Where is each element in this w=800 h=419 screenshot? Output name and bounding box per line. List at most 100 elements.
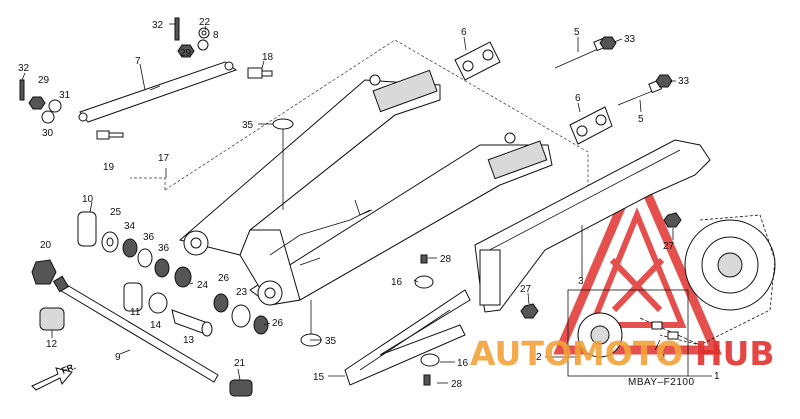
callouts: 32 22 29 8 7 18 32 29 31 30 19 35 17 6 5… — [18, 17, 720, 390]
nut-29-left — [28, 96, 46, 110]
chain-links-4 — [639, 317, 701, 346]
callout-9: 9 — [115, 352, 121, 363]
bolt-32-top — [174, 17, 180, 41]
callout-36-a: 36 — [143, 232, 155, 243]
callout-16-lower: 16 — [457, 358, 469, 369]
seal-26b — [253, 315, 269, 335]
bolt-28-lower — [423, 374, 431, 386]
washer-30 — [41, 110, 55, 124]
callout-27-upper: 27 — [663, 241, 675, 252]
callout-5-lower: 5 — [638, 114, 644, 125]
callout-13: 13 — [183, 335, 195, 346]
callout-27-lower: 27 — [520, 284, 532, 295]
bolt-28-upper — [420, 254, 428, 264]
callout-5-upper: 5 — [574, 27, 580, 38]
callout-21: 21 — [234, 358, 246, 369]
cap-35-top — [272, 118, 294, 210]
watermark-logo — [553, 158, 722, 355]
bolt-27-upper — [663, 212, 682, 228]
callout-7: 7 — [135, 56, 141, 67]
cap-12 — [39, 307, 65, 331]
callout-11: 11 — [130, 307, 141, 318]
washer-31 — [48, 99, 62, 113]
bearing-14 — [148, 292, 168, 314]
bolt-27-lower — [520, 303, 539, 319]
pivot-bolt-9 — [52, 275, 219, 383]
chain-case-3 — [474, 139, 711, 313]
bolt-32-left — [19, 79, 25, 101]
callout-23: 23 — [236, 287, 248, 298]
washer-36b — [154, 258, 170, 278]
collar-13 — [171, 309, 213, 337]
drawing-code: MBAY–F2100 — [628, 377, 695, 388]
callout-22: 22 — [199, 17, 211, 28]
callout-25: 25 — [110, 207, 122, 218]
leader-lines — [21, 23, 676, 384]
washer-22 — [198, 27, 210, 39]
callout-24: 24 — [197, 280, 209, 291]
callout-29-left: 29 — [38, 75, 50, 86]
callout-15: 15 — [313, 372, 325, 383]
callout-20: 20 — [40, 240, 52, 251]
seal-26a — [213, 293, 229, 313]
seal-34 — [122, 238, 138, 258]
callout-16-upper: 16 — [391, 277, 403, 288]
watermark-text: AUTOMOTO HUB — [470, 334, 775, 373]
callout-3: 3 — [578, 276, 584, 287]
bolt-19 — [96, 130, 124, 140]
swingarm — [178, 69, 553, 306]
nut-21 — [229, 379, 253, 397]
drive-chain-box — [567, 289, 712, 377]
callout-14: 14 — [150, 320, 162, 331]
collar-16-upper — [414, 275, 434, 289]
callout-2: 2 — [536, 352, 542, 363]
callout-35-lower: 35 — [325, 336, 337, 347]
callout-26-a: 26 — [218, 273, 230, 284]
driven-sprocket — [684, 219, 776, 311]
collar-11 — [123, 282, 143, 312]
nut-20 — [31, 259, 57, 285]
nut-33-lower — [655, 74, 673, 88]
callout-17: 17 — [158, 153, 170, 164]
callout-33-lower: 33 — [678, 76, 690, 87]
callout-18: 18 — [262, 52, 274, 63]
callout-32: 32 — [152, 20, 164, 31]
watermark-text-automoto: AUTOMOTO — [470, 334, 683, 373]
callout-32-left: 32 — [18, 63, 30, 74]
washer-36a — [137, 248, 153, 268]
bearing-25 — [101, 231, 119, 253]
bolt-18 — [247, 67, 273, 79]
callout-1: 1 — [714, 371, 720, 382]
callout-34: 34 — [124, 221, 136, 232]
part-7-stay — [78, 61, 238, 123]
callout-35: 35 — [242, 120, 254, 131]
bolt-5-upper — [554, 37, 608, 69]
callout-28-upper: 28 — [440, 254, 452, 265]
drive-chain — [659, 214, 776, 346]
callout-36-b: 36 — [158, 243, 170, 254]
callout-29: 29 — [180, 48, 192, 59]
callout-4: 4 — [660, 353, 666, 364]
collar-16-lower — [420, 353, 440, 367]
nut-33-upper — [599, 36, 617, 50]
watermark-text-hub: HUB — [695, 334, 775, 373]
callout-31: 31 — [59, 90, 71, 101]
cap-35-lower — [300, 300, 322, 347]
cap-24 — [174, 266, 192, 288]
bearing-23 — [231, 304, 251, 328]
collar-10 — [77, 211, 97, 247]
washer-8 — [197, 39, 209, 51]
callout-10: 10 — [82, 194, 94, 205]
adjuster-6-lower — [569, 106, 613, 145]
drive-sprocket-2 — [577, 312, 623, 358]
callout-12: 12 — [46, 339, 58, 350]
callout-19: 19 — [103, 162, 115, 173]
nut-29-top — [177, 44, 195, 58]
callout-6-lower: 6 — [575, 93, 581, 104]
callout-8: 8 — [213, 30, 219, 41]
callout-30: 30 — [42, 128, 54, 139]
callout-6-upper: 6 — [461, 27, 467, 38]
front-direction-arrow: FR. — [31, 361, 77, 391]
callout-26-b: 26 — [272, 318, 284, 329]
